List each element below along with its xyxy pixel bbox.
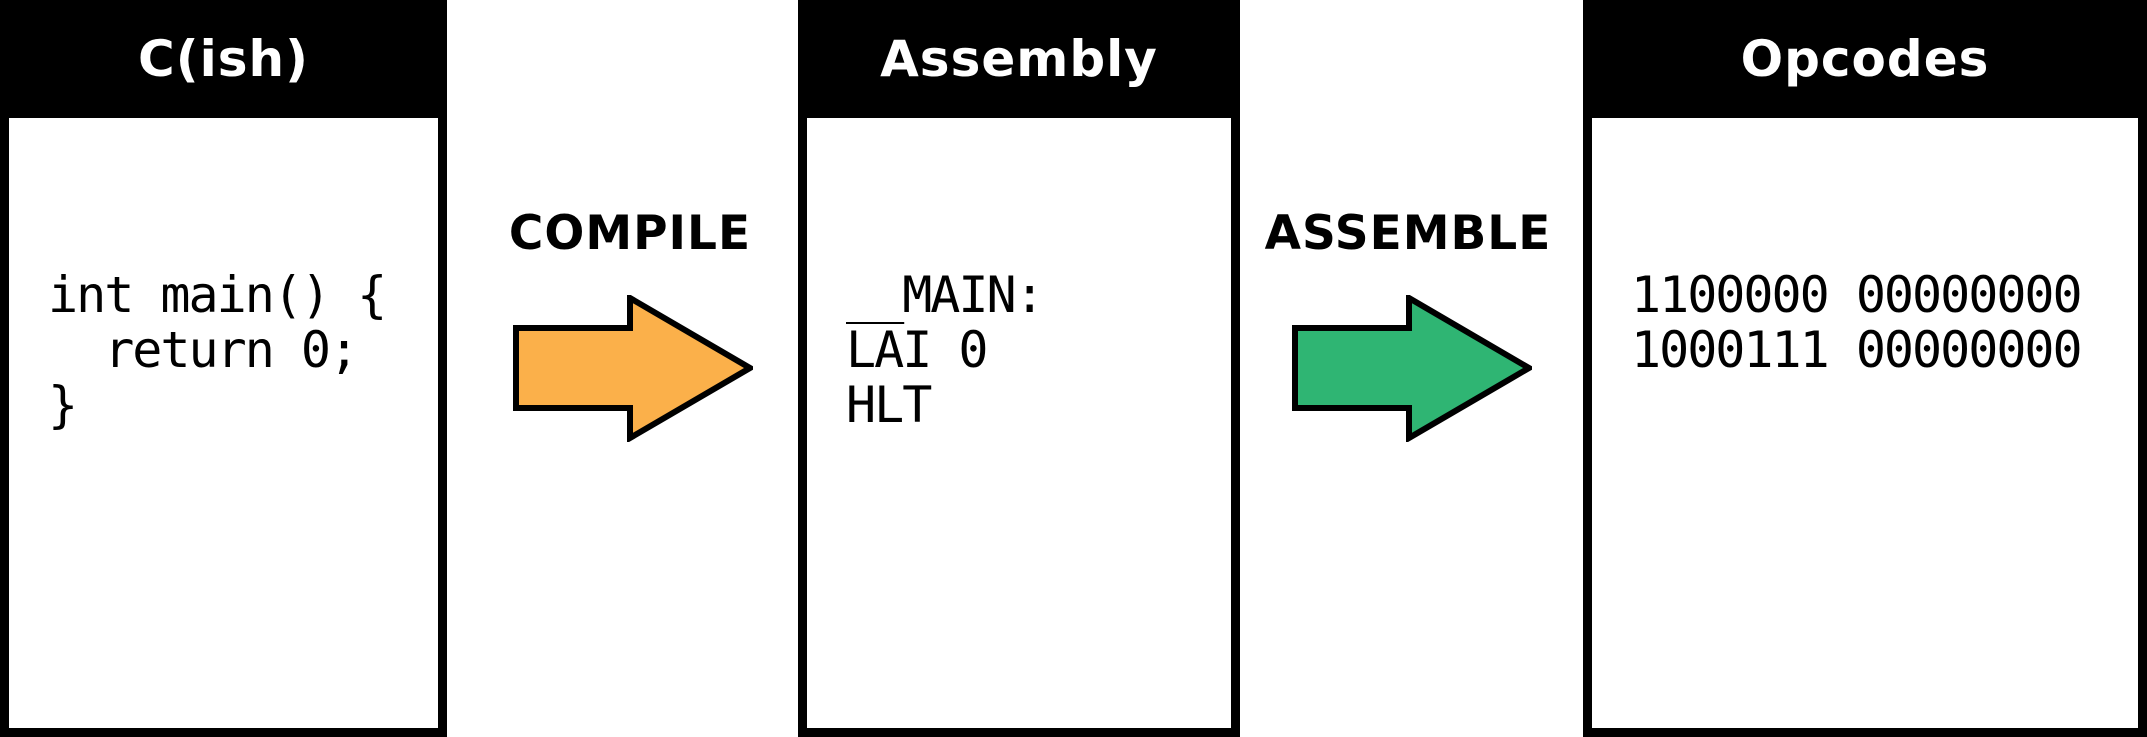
panel-opcodes-title: Opcodes [1740, 30, 1990, 88]
panel-assembly-body [798, 118, 1240, 737]
panel-cish: C(ish) int main() { return 0; } [0, 0, 447, 737]
panel-assembly-header: Assembly [798, 0, 1240, 118]
compile-label: COMPILE [508, 206, 752, 261]
opcodes-code-block: 1100000 00000000 1000111 00000000 [1631, 266, 2083, 379]
compile-arrow-shape [513, 295, 753, 442]
cish-code-block: int main() { return 0; } [48, 266, 387, 434]
panel-opcodes-body [1583, 118, 2147, 737]
assembly-code-block: __MAIN: LAI 0 HLT [846, 266, 1045, 434]
panel-assembly-title: Assembly [880, 30, 1158, 88]
panel-assembly: Assembly __MAIN: LAI 0 HLT [798, 0, 1240, 737]
assemble-arrow-icon [1292, 295, 1532, 442]
panel-cish-body [0, 118, 447, 737]
compile-arrow-icon [513, 295, 753, 442]
panel-cish-title: C(ish) [138, 30, 309, 88]
assemble-label: ASSEMBLE [1264, 206, 1552, 261]
panel-opcodes: Opcodes 1100000 00000000 1000111 0000000… [1583, 0, 2147, 737]
assemble-arrow-shape [1292, 295, 1532, 442]
panel-opcodes-header: Opcodes [1583, 0, 2147, 118]
panel-cish-header: C(ish) [0, 0, 447, 118]
